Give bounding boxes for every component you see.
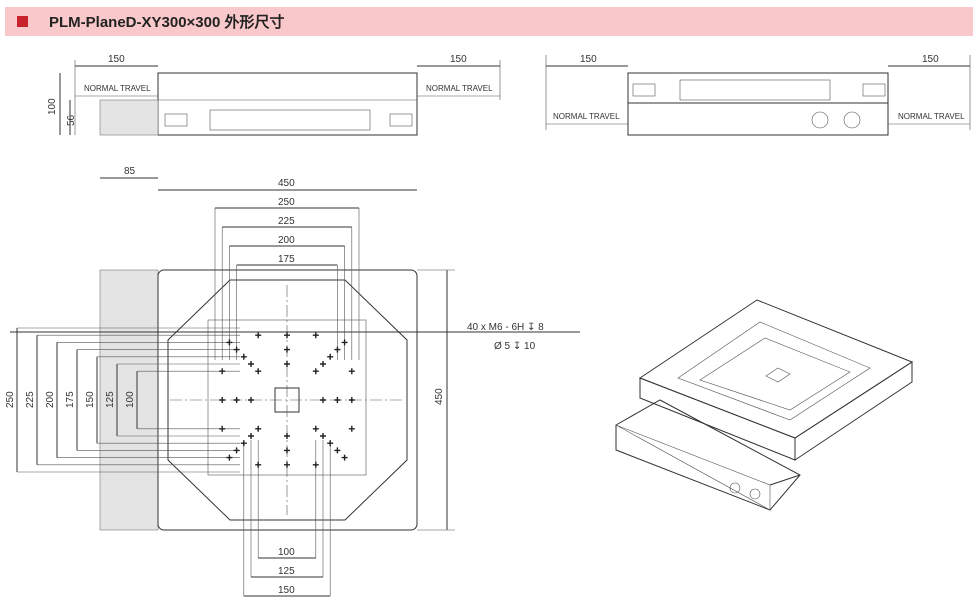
mounting-hole (327, 440, 334, 447)
dim-label: 100 (47, 98, 58, 115)
mounting-hole (233, 447, 240, 454)
mounting-hole (348, 368, 355, 375)
normal-travel-label: NORMAL TRAVEL (426, 84, 493, 93)
normal-travel-label: NORMAL TRAVEL (84, 84, 151, 93)
mounting-hole (248, 397, 254, 403)
hole-spec-note: 40 x M6 - 6H ↧ 8 (467, 322, 544, 333)
dim-label: 225 (25, 391, 36, 408)
dim-label: 125 (105, 391, 116, 408)
mounting-hole (240, 353, 247, 360)
mounting-hole (341, 454, 348, 461)
mounting-hole (284, 433, 290, 439)
isometric-view (615, 299, 914, 511)
mounting-hole (284, 461, 290, 468)
mounting-hole (219, 397, 226, 403)
dim-label: 150 (922, 54, 939, 65)
mounting-hole (312, 368, 319, 375)
mounting-hole (240, 440, 247, 447)
mounting-hole (312, 461, 319, 468)
mounting-hole (219, 425, 226, 432)
plan-view: 85 450 250 225 200 175 100 125 150 450 4… (10, 166, 580, 596)
mounting-hole (327, 353, 334, 360)
mounting-hole (255, 461, 262, 468)
mounting-hole (255, 368, 262, 375)
mounting-hole (233, 397, 240, 403)
dim-label: 150 (85, 391, 96, 408)
mounting-hole (312, 332, 319, 339)
dim-label: 225 (278, 216, 295, 227)
mounting-hole (312, 425, 319, 432)
mounting-hole (320, 361, 326, 367)
mounting-hole (255, 425, 262, 432)
dim-label: 250 (5, 391, 16, 408)
mounting-hole (334, 447, 341, 454)
section-title: PLM-PlaneD-XY300×300 外形尺寸 (49, 14, 285, 31)
mounting-hole (348, 397, 355, 403)
mounting-hole (219, 368, 226, 375)
dim-label: 100 (125, 391, 136, 408)
mounting-hole (334, 346, 341, 353)
side-view-right: 150 150 NORMAL TRAVEL NORMAL TRAVEL (545, 54, 971, 136)
section-header: PLM-PlaneD-XY300×300 外形尺寸 (5, 7, 973, 36)
mounting-hole (233, 346, 240, 353)
dim-label: 150 (580, 54, 597, 65)
dim-label: 175 (65, 391, 76, 408)
normal-travel-label: NORMAL TRAVEL (898, 112, 965, 121)
side-view-left: 150 150 NORMAL TRAVEL NORMAL TRAVEL 100 … (47, 54, 501, 136)
hole-spec-note: Ø 5 ↧ 10 (494, 341, 536, 352)
mounting-hole (248, 433, 254, 439)
normal-travel-label: NORMAL TRAVEL (553, 112, 620, 121)
mounting-hole (320, 433, 326, 439)
mounting-hole (226, 339, 233, 346)
mounting-hole (248, 361, 254, 367)
dim-label: 100 (278, 547, 295, 558)
dim-label: 56 (66, 114, 77, 126)
dim-label: 150 (108, 54, 125, 65)
mounting-hole (226, 454, 233, 461)
dim-label: 85 (124, 166, 136, 177)
mounting-hole (255, 332, 262, 339)
dim-label: 200 (45, 391, 56, 408)
mounting-hole (284, 361, 290, 367)
mounting-hole (320, 397, 326, 403)
dim-label: 175 (278, 254, 295, 265)
dim-label: 150 (278, 585, 295, 596)
red-square-icon (17, 16, 28, 27)
dim-label: 125 (278, 566, 295, 577)
mounting-hole (341, 339, 348, 346)
mounting-hole (348, 425, 355, 432)
dim-label: 150 (450, 54, 467, 65)
mounting-hole (284, 332, 290, 339)
dim-label: 250 (278, 197, 295, 208)
dim-label: 450 (434, 388, 445, 405)
mounting-hole (334, 397, 341, 403)
mounting-hole (284, 447, 290, 454)
dim-label: 200 (278, 235, 295, 246)
dim-label: 450 (278, 178, 295, 189)
mounting-hole (284, 346, 290, 353)
